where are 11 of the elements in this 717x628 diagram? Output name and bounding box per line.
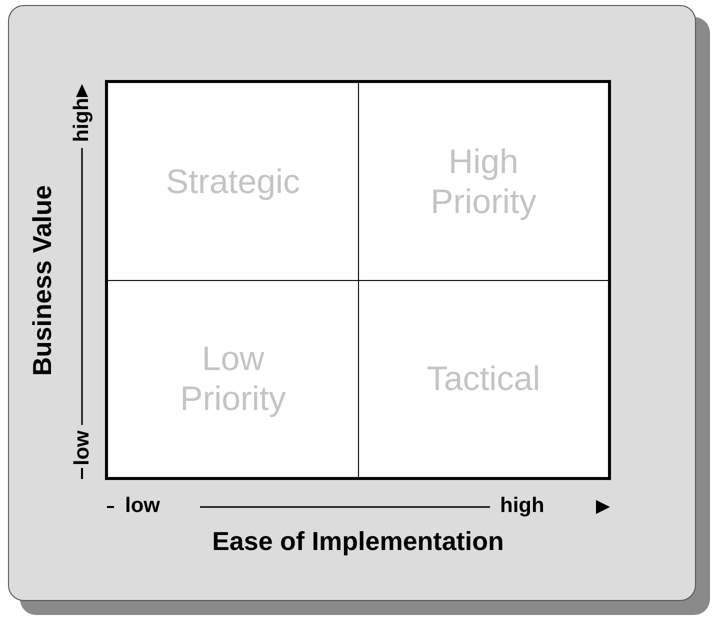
quadrant-cell — [358, 280, 608, 477]
axis-tick-label: high — [70, 98, 94, 142]
quadrant-label: High Priority — [430, 142, 538, 222]
quadrant-label: Tactical — [426, 359, 542, 399]
axis-title: Business Value — [26, 184, 58, 376]
axis-tick-label: low — [125, 494, 160, 518]
quadrant-label: Low Priority — [179, 339, 287, 419]
quadrant-label: Strategic — [164, 162, 302, 202]
axis-tick-label: low — [70, 430, 94, 466]
axis-title: Ease of Implementation — [211, 526, 505, 557]
axis-tick-label: high — [500, 494, 544, 518]
